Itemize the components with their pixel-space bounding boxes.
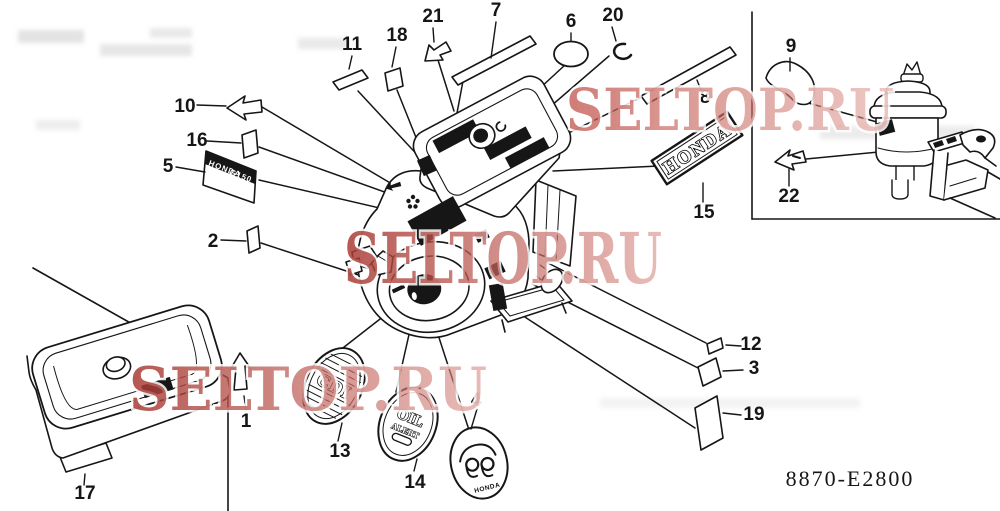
watermark-bottom: SELTOP.RU xyxy=(129,355,487,425)
tank-top-label-a xyxy=(432,119,480,154)
honda-emblem xyxy=(650,110,744,186)
housing-large-label xyxy=(407,196,467,246)
sticker-16 xyxy=(241,129,259,159)
tank-top-label-b xyxy=(484,126,532,160)
sticker-7 xyxy=(451,35,537,86)
sticker-8 xyxy=(640,46,737,105)
vent-mark xyxy=(495,121,507,132)
callout-3: 3 xyxy=(749,358,760,379)
callout-18: 18 xyxy=(386,25,407,46)
callout-4: 4 xyxy=(471,390,482,411)
recoil-starter xyxy=(376,240,486,334)
tank-label xyxy=(141,376,174,399)
callout-12: 12 xyxy=(740,334,761,355)
callout-2: 2 xyxy=(208,231,219,252)
cdi-badge xyxy=(302,347,366,425)
sticker-6 xyxy=(553,40,589,68)
sticker-1-arrow xyxy=(229,352,252,391)
watermarks: SELTOP.RU SELTOP.RU SELTOP.RU xyxy=(127,74,897,428)
sticker-19 xyxy=(694,395,724,451)
callout-5: 5 xyxy=(163,156,174,177)
callout-16: 16 xyxy=(186,130,207,151)
panel-divider-fuel-tank xyxy=(32,267,229,511)
oil-alert-badge xyxy=(377,386,439,462)
callout-13: 13 xyxy=(329,441,350,462)
sticker-3 xyxy=(697,357,722,387)
callout-14: 14 xyxy=(404,472,426,493)
callout-8: 8 xyxy=(700,87,711,108)
honda-logo-badge xyxy=(449,426,509,500)
watermark-top: SELTOP.RU xyxy=(566,76,894,144)
callout-11: 11 xyxy=(342,34,363,55)
sediment-cup-assembly xyxy=(869,61,1000,219)
tank-top-label-c xyxy=(504,137,550,169)
part-code: 8870-E2800 xyxy=(786,466,915,491)
sticker-11 xyxy=(332,69,369,91)
callout-19: 19 xyxy=(743,404,764,425)
sticker-10-arrow xyxy=(226,95,263,121)
callout-15: 15 xyxy=(693,202,715,223)
sticker-12 xyxy=(706,337,724,355)
callout-numbers: 1 2 3 4 5 6 7 8 9 10 11 12 13 14 15 16 1… xyxy=(74,0,799,504)
callout-6: 6 xyxy=(566,11,577,32)
sticker-22-arrow xyxy=(774,149,807,171)
panel-divider-sediment-cup xyxy=(751,11,1000,220)
model-plate xyxy=(202,150,257,204)
housing-arrow-mark xyxy=(385,181,402,191)
sticker-9 xyxy=(765,60,816,106)
fuel-tank-assembly xyxy=(26,304,231,459)
callout-21: 21 xyxy=(422,6,444,27)
callout-17: 17 xyxy=(74,483,95,504)
housing-flower-mark xyxy=(406,194,420,209)
sticker-2 xyxy=(246,225,261,254)
callout-10: 10 xyxy=(174,96,195,117)
engine-assembly xyxy=(345,75,577,339)
sticker-21-arrow xyxy=(424,41,452,62)
callout-1: 1 xyxy=(241,411,252,432)
callout-ticks xyxy=(83,21,791,486)
callout-7: 7 xyxy=(491,0,502,21)
part-stickers xyxy=(59,35,816,473)
callout-22: 22 xyxy=(778,186,799,207)
sticker-20 xyxy=(612,42,633,61)
callout-20: 20 xyxy=(602,5,623,26)
watermark-middle: SELTOP.RU xyxy=(344,217,662,300)
sticker-18 xyxy=(384,67,404,92)
callout-9: 9 xyxy=(786,36,797,57)
engine-fuel-tank-top xyxy=(412,75,572,209)
